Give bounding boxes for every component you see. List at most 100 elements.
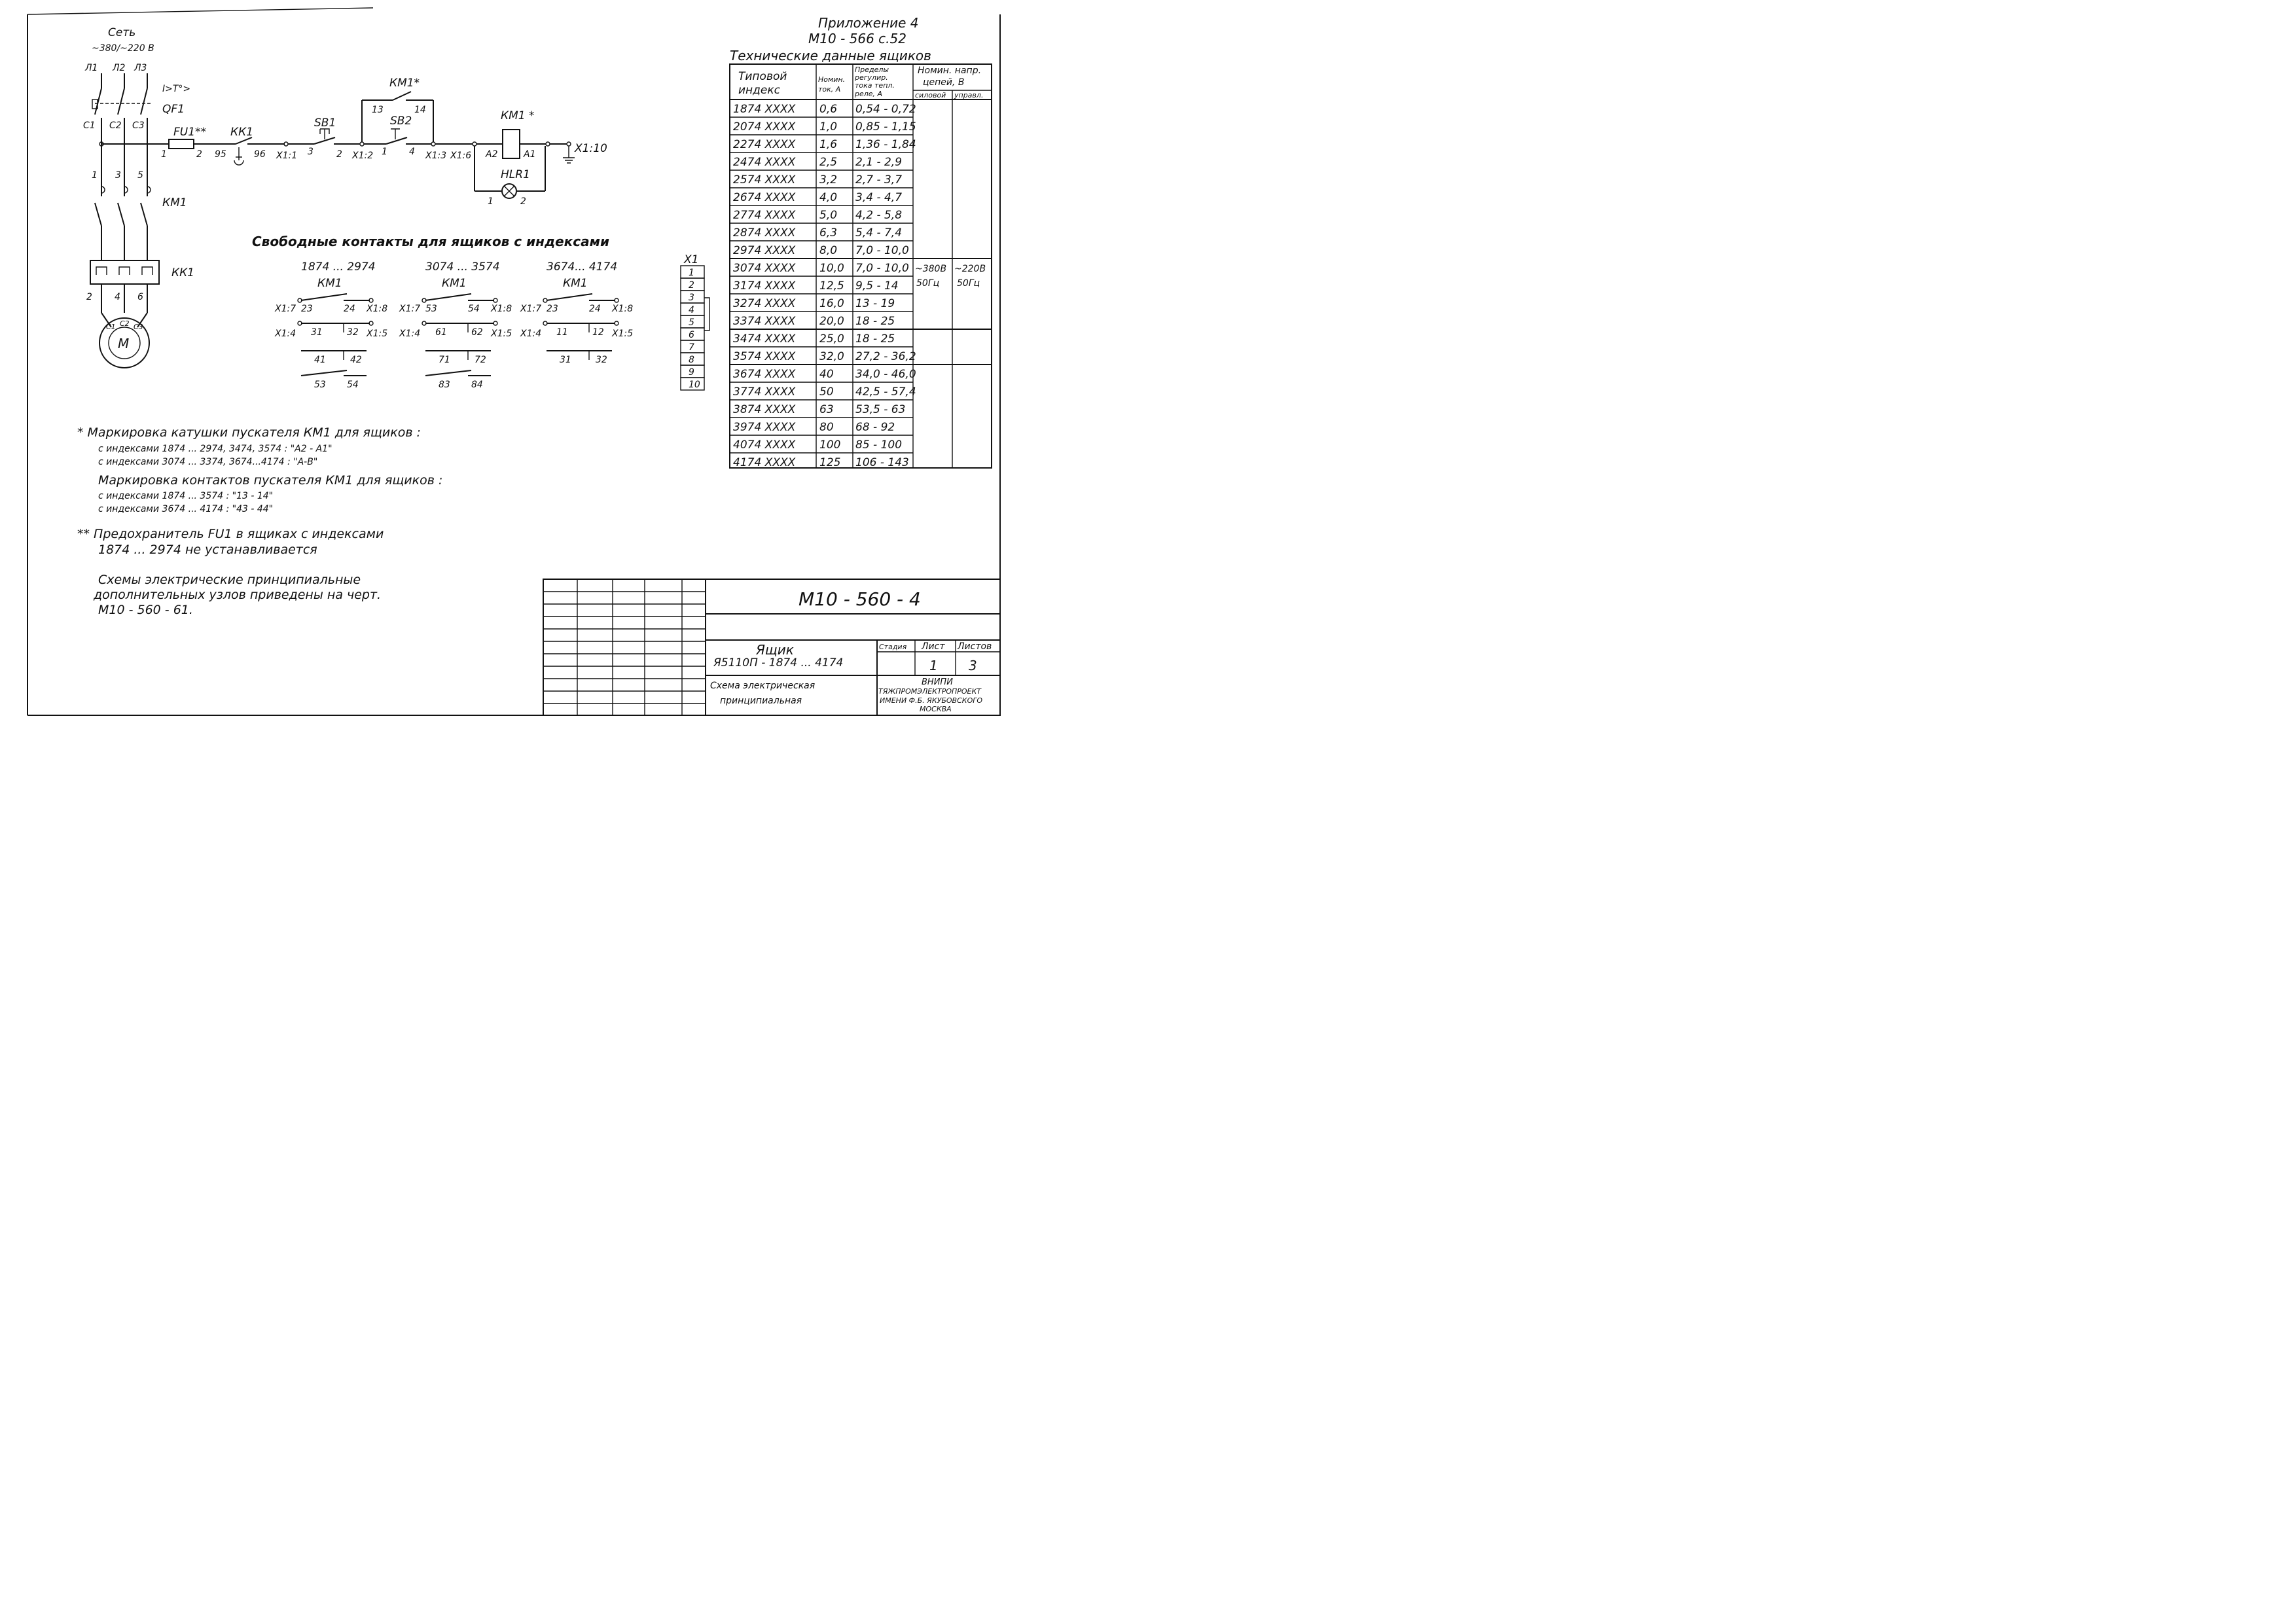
cell-current: 2,5	[819, 156, 837, 169]
th-current-1: Номин.	[818, 75, 845, 84]
contact-num: 61	[435, 327, 447, 338]
terminal-dot	[422, 321, 427, 326]
cell-range: 7,0 - 10,0	[855, 262, 909, 275]
term-x1-3: Х1:3	[425, 151, 446, 161]
hold-contact-label: КМ1*	[389, 77, 420, 90]
sb1-term-3: 3	[308, 147, 314, 157]
cell-current: 80	[819, 421, 834, 434]
lamp-label: HLR1	[501, 168, 530, 181]
cell-current: 8,0	[819, 244, 837, 257]
terminal-cell-number: 5	[689, 317, 694, 328]
sb2-term-1: 1	[382, 147, 387, 157]
item-type: Я5110П - 1874 ... 4174	[713, 656, 843, 669]
free-contacts-title: Свободные контакты для ящиков с индексам…	[252, 234, 609, 249]
cell-index: 2774 XXXX	[733, 209, 796, 222]
cell-current: 0,6	[819, 103, 837, 116]
cell-current: 4,0	[819, 191, 837, 204]
fuse-label: FU1**	[173, 126, 206, 139]
group-contactor: КМ1	[317, 277, 342, 290]
cell-current: 50	[819, 385, 834, 399]
contact-num: 31	[560, 355, 571, 365]
cell-current: 20,0	[819, 315, 844, 328]
terminal-dot	[543, 321, 548, 326]
note-10: дополнительных узлов приведены на черт.	[93, 588, 381, 602]
group-contactor: КМ1	[563, 277, 588, 290]
power-circuit: Сеть ~380/~220 В Л1 Л2 Л3 I>T°> QF1 С1 С…	[83, 26, 194, 368]
terminal-dot	[493, 321, 498, 326]
contact-num: 31	[311, 327, 323, 338]
terminal-cell-number: 1	[689, 268, 694, 278]
terminal-dot	[543, 298, 548, 303]
motor-term-c1: С1	[106, 323, 116, 331]
term-x1-6: Х1:6	[450, 151, 471, 161]
cell-index: 3374 XXXX	[733, 315, 796, 328]
cell-current: 6,3	[819, 226, 837, 240]
contact-num: 24	[344, 304, 355, 314]
term-x1-10: Х1:10	[574, 142, 607, 155]
contact-term: Х1:8	[366, 304, 387, 314]
doc-number: М10 - 560 - 4	[798, 588, 921, 610]
th-power-col: силовой	[915, 91, 946, 99]
terminal-cell-number: 6	[689, 330, 694, 340]
contact-num: 32	[347, 327, 359, 338]
note-2: с индексами 1874 ... 2974, 3474, 3574 : …	[98, 444, 332, 454]
free-contacts: Свободные контакты для ящиков с индексам…	[252, 234, 633, 390]
contact-term: Х1:5	[366, 329, 387, 339]
terminal-cell-number: 8	[689, 355, 694, 365]
desc-line-1: Схема электрическая	[710, 681, 815, 691]
cell-current: 3,2	[819, 173, 837, 187]
contact-no	[546, 293, 593, 301]
org-line-3: ИМЕНИ Ф.Б. ЯКУБОВСКОГО	[880, 696, 982, 705]
hold-term-14: 14	[414, 105, 426, 115]
breaker-term-c3: С3	[132, 120, 145, 131]
lamp-term-1: 1	[488, 196, 493, 207]
coil-label: КМ1 *	[501, 109, 534, 122]
contact-num: 72	[475, 355, 486, 365]
group-contactor: КМ1	[442, 277, 467, 290]
contact-num: 11	[556, 327, 568, 338]
contact-no	[300, 293, 348, 301]
terminal-dot	[422, 298, 427, 303]
cell-range: 85 - 100	[855, 438, 902, 452]
contact-no	[300, 370, 348, 376]
th-current-2: ток, А	[818, 85, 840, 94]
terminal-cell-number: 4	[689, 305, 694, 315]
contact-num: 12	[592, 327, 604, 338]
contact-num: 42	[350, 355, 362, 365]
org-line-1: ВНИПИ	[922, 677, 953, 687]
contact-term: Х1:5	[611, 329, 633, 339]
cell-index: 2074 XXXX	[733, 120, 796, 134]
th-range-4: реле, А	[854, 90, 882, 98]
notes: * Маркировка катушки пускателя КМ1 для я…	[77, 425, 442, 617]
group-range: 1874 ... 2974	[301, 260, 376, 274]
relay-term-4: 4	[115, 292, 120, 302]
contact-num: 32	[596, 355, 607, 365]
relay-term-2: 2	[86, 292, 92, 302]
cell-range: 0,85 - 1,15	[855, 120, 916, 134]
contact-num: 84	[471, 380, 483, 390]
fuse-term-2: 2	[196, 149, 202, 160]
power-relay-label: КК1	[171, 266, 194, 279]
th-range-3: тока тепл.	[855, 81, 895, 90]
coil-term-a1: А1	[523, 149, 535, 160]
note-8: 1874 ... 2974 не устанавливается	[98, 543, 317, 557]
cell-range: 9,5 - 14	[855, 279, 899, 293]
breaker-mark: I>T°>	[162, 84, 190, 94]
cell-current: 5,0	[819, 209, 837, 222]
sheet-number: 1	[929, 658, 938, 673]
cell-index: 3174 XXXX	[733, 279, 796, 293]
phase-label-1: Л1	[84, 63, 98, 73]
th-range-2: регулир.	[854, 73, 888, 82]
cell-current: 12,5	[819, 279, 844, 293]
terminal-dot	[297, 298, 302, 303]
note-3: с индексами 3074 ... 3374, 3674...4174 :…	[98, 457, 317, 467]
contact-num: 53	[425, 304, 437, 314]
th-range-1: Пределы	[855, 65, 889, 74]
contact-no	[425, 293, 472, 301]
schematic-sheet: Приложение 4 М10 - 566 с.52 Технические …	[27, 7, 1001, 716]
contact-term: Х1:4	[399, 329, 420, 339]
contact-term: Х1:7	[274, 304, 296, 314]
note-11: М10 - 560 - 61.	[98, 603, 193, 617]
cell-index: 3874 XXXX	[733, 403, 796, 416]
contact-term: Х1:5	[490, 329, 512, 339]
